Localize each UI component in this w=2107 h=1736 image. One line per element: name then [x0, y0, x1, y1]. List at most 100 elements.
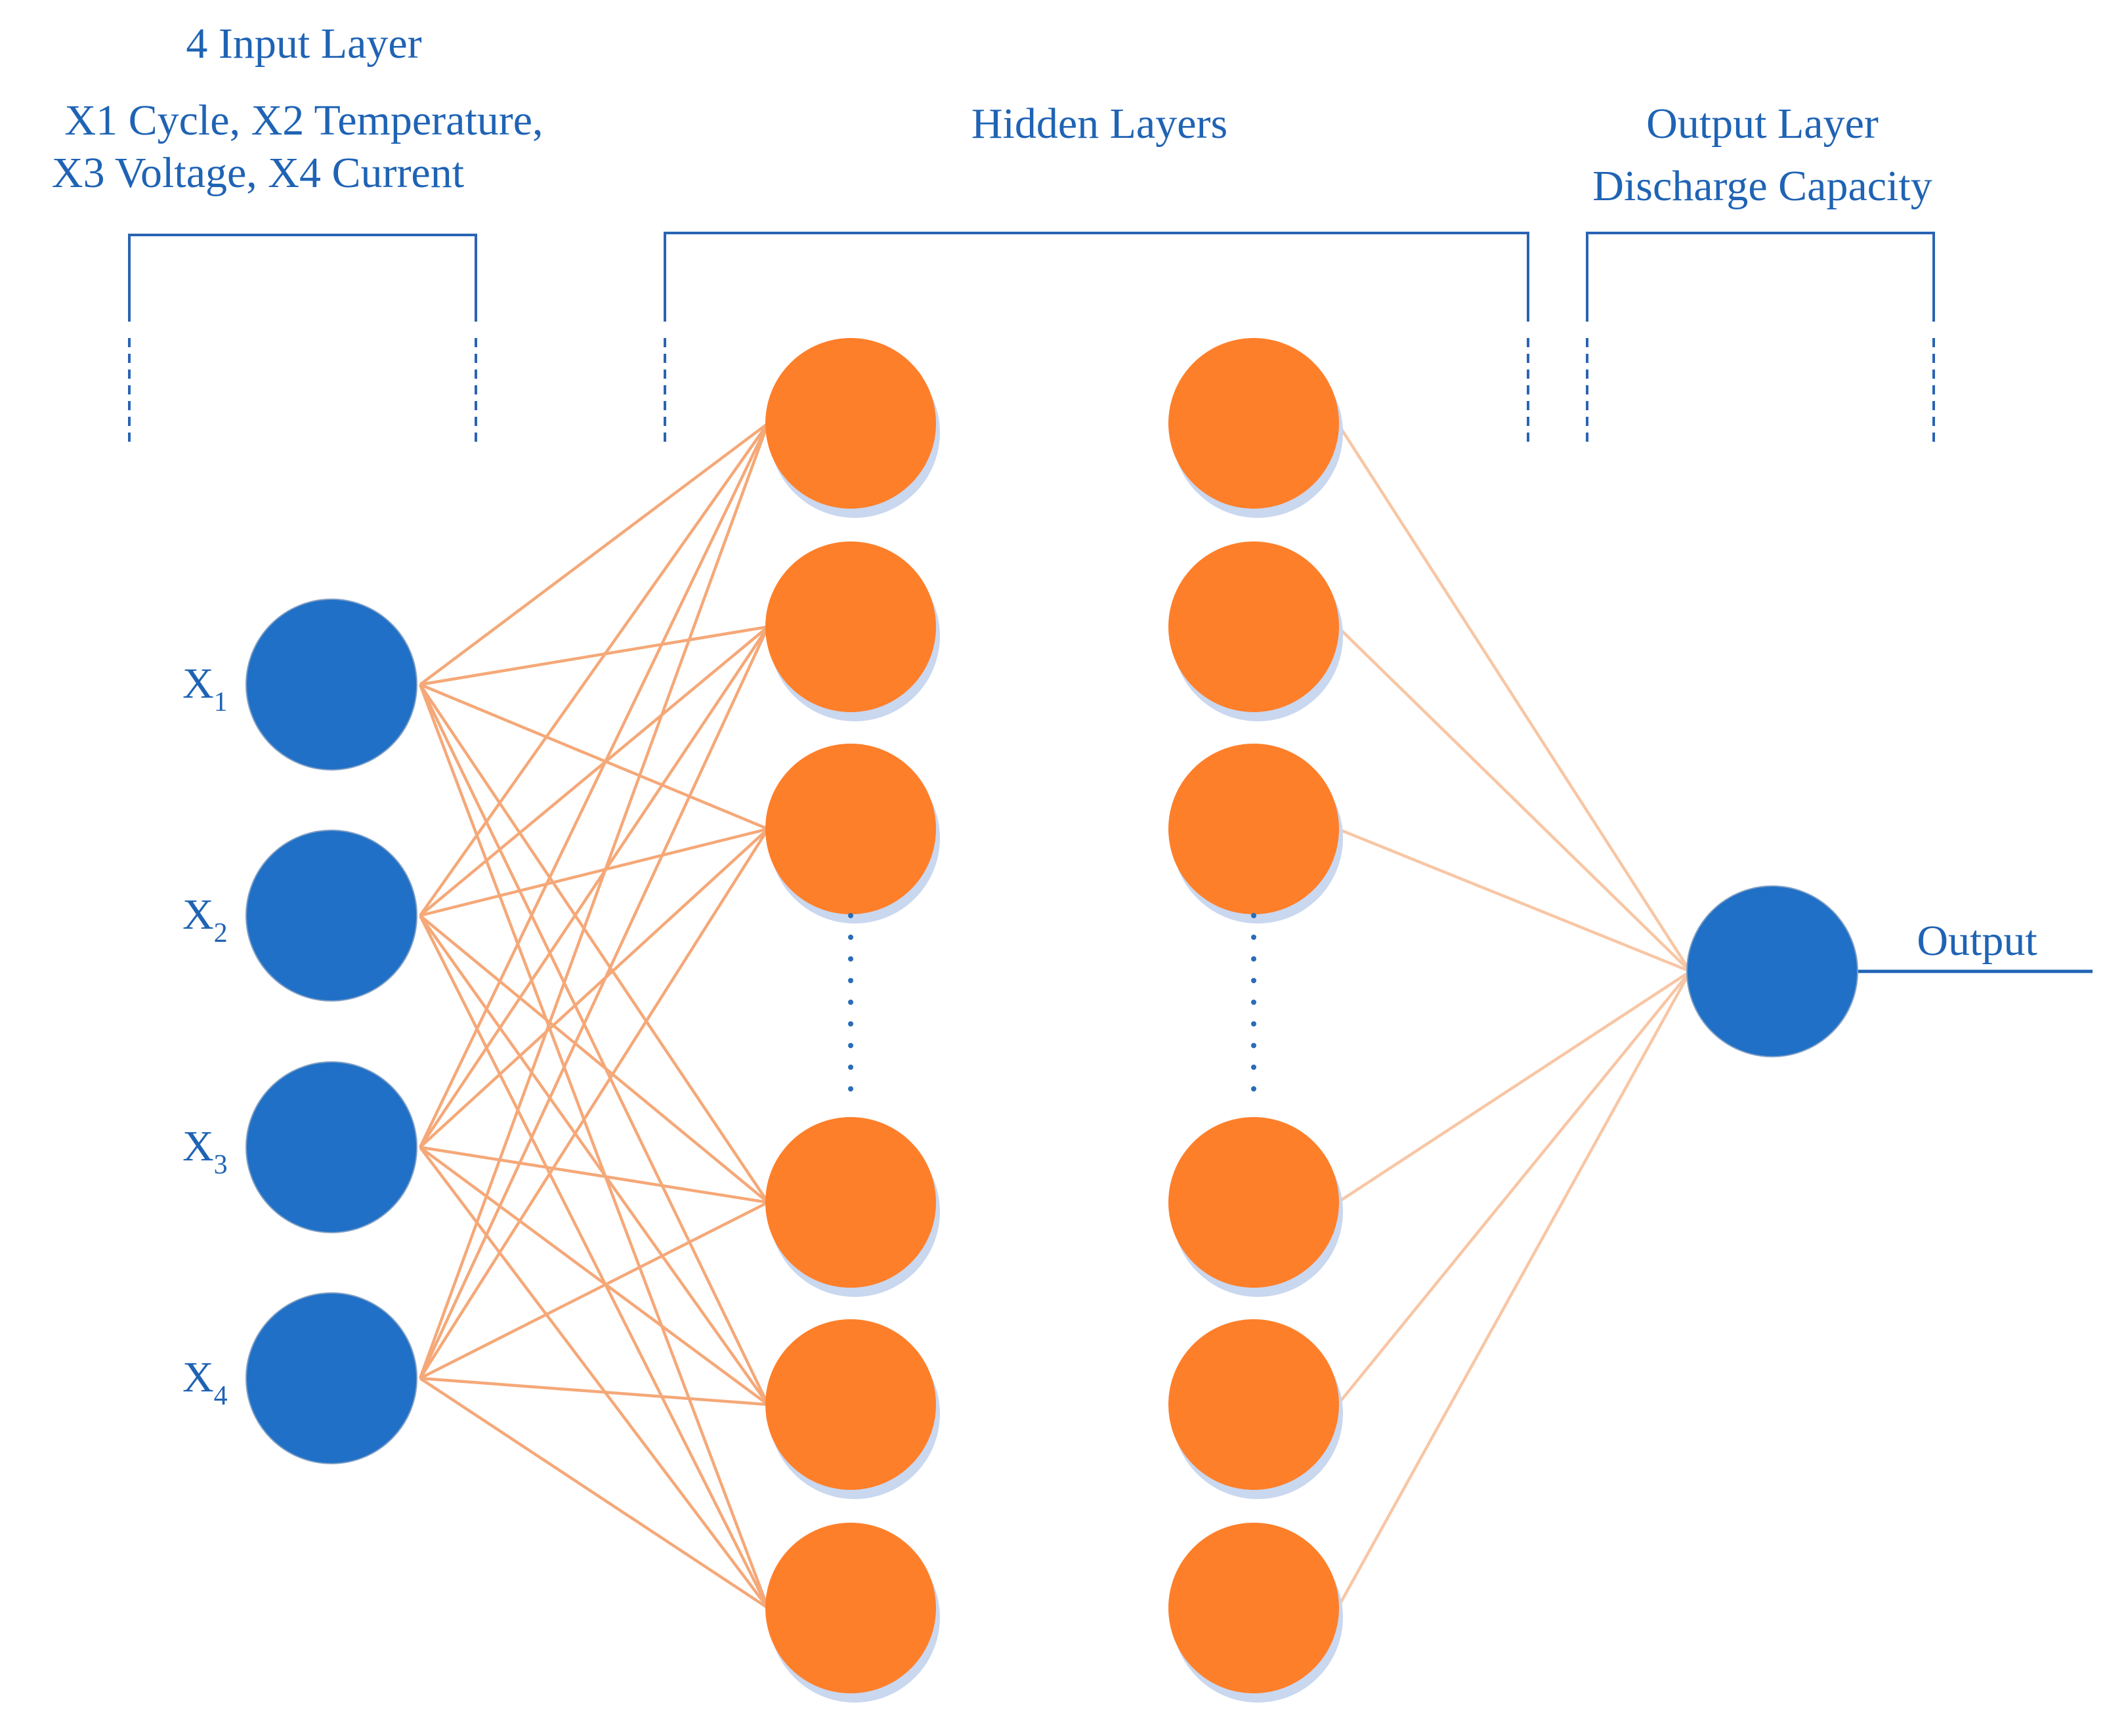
hidden-layer-2-node-2 [1168, 541, 1343, 721]
edge-hidden2-4-output [1336, 970, 1692, 1204]
ellipsis-dot-col-2 [1251, 1086, 1256, 1091]
node-circle [765, 744, 936, 914]
node-circle [765, 1117, 936, 1288]
hidden-layer-2-node-3 [1168, 744, 1343, 923]
edge-input-2-hidden1-6 [418, 914, 770, 1609]
input-label-x4: X4 [182, 1353, 228, 1411]
input-label-subscript: 2 [214, 918, 228, 948]
edge-hidden2-3-output [1337, 827, 1691, 973]
input-label-x2: X2 [182, 891, 228, 948]
connection-edges [418, 422, 1692, 1609]
hidden-layer-1-node-4 [765, 1117, 940, 1297]
input-label-x1: X1 [182, 660, 228, 717]
node-circle [765, 338, 936, 509]
hidden-layer-1-node-5 [765, 1319, 940, 1499]
ellipsis-dot-col-1 [848, 1065, 853, 1070]
edge-input-1-hidden1-1 [419, 422, 769, 686]
input-layer-desc-line1: X1 Cycle, X2 Temperature, [64, 96, 543, 144]
output-layer-bracket [1586, 232, 1935, 443]
ellipsis-dot-col-2 [1251, 956, 1256, 962]
edge-input-3-hidden1-2 [419, 625, 769, 1149]
edge-input-1-hidden1-4 [419, 683, 769, 1204]
edge-input-2-hidden1-1 [419, 422, 769, 917]
ellipsis-dot-col-1 [848, 956, 853, 962]
ellipsis-dot-col-2 [1251, 1021, 1256, 1027]
edge-input-3-hidden1-5 [419, 1146, 769, 1406]
ellipsis-dot-col-2 [1251, 935, 1256, 940]
edge-input-3-hidden1-3 [419, 828, 769, 1149]
hidden-layer-2-node-4 [1168, 1117, 1343, 1297]
node-circle [765, 1523, 936, 1693]
edge-input-3-hidden1-6 [419, 1146, 769, 1609]
ellipsis-dot-col-1 [848, 978, 853, 983]
edge-input-3-hidden1-1 [418, 423, 770, 1148]
ellipsis-dot-col-1 [848, 1043, 853, 1048]
output-layer-title: Output Layer [1646, 100, 1879, 148]
node-circle [765, 1319, 936, 1490]
edge-input-1-hidden1-3 [419, 683, 769, 831]
hidden-layer-2-node-1 [1168, 338, 1343, 518]
ellipsis-dot-col-2 [1251, 1043, 1256, 1048]
edge-input-2-hidden1-5 [419, 914, 769, 1406]
ellipsis-dot-col-1 [848, 935, 853, 940]
edge-input-1-hidden1-6 [418, 684, 770, 1609]
output-layer-desc: Discharge Capacity [1592, 162, 1932, 210]
input-label-subscript: 3 [214, 1150, 228, 1180]
node-circle [1168, 1117, 1339, 1288]
node-circle [1168, 338, 1339, 509]
input-label-letter: X [182, 1122, 214, 1170]
ellipsis-dot-col-1 [848, 913, 853, 918]
hidden-layer-1-node-1 [765, 338, 940, 518]
input-label-subscript: 4 [214, 1381, 228, 1411]
edge-input-4-hidden1-3 [419, 828, 769, 1380]
input-node-3 [245, 1061, 417, 1233]
ellipsis-dot-col-2 [1251, 913, 1256, 918]
input-layer-title: 4 Input Layer [186, 20, 421, 68]
edge-input-2-hidden1-2 [419, 625, 769, 917]
node-circle [1168, 1319, 1339, 1490]
hidden-layer-2-node-5 [1168, 1319, 1343, 1499]
edge-input-2-hidden1-4 [419, 914, 769, 1204]
ellipsis-dot-col-2 [1251, 978, 1256, 983]
hidden-layer-2-node-6 [1168, 1523, 1343, 1703]
input-label-letter: X [182, 891, 214, 939]
hidden-layer-1-node-6 [765, 1523, 940, 1703]
hidden-layer-1-node-3 [765, 744, 940, 923]
edge-input-4-hidden1-6 [419, 1377, 769, 1609]
input-node-4 [245, 1292, 417, 1464]
ellipsis-dot-col-2 [1251, 1065, 1256, 1070]
ellipsis-dot-col-2 [1251, 1000, 1256, 1005]
edge-hidden2-5-output [1336, 970, 1692, 1406]
output-node [1686, 885, 1858, 1057]
edge-hidden2-1-output [1336, 422, 1692, 973]
input-layer-bracket [128, 234, 477, 443]
input-label-subscript: 1 [214, 687, 228, 717]
edge-input-3-hidden1-4 [419, 1145, 769, 1204]
hidden-layers-title: Hidden Layers [971, 100, 1227, 148]
network-nodes [245, 338, 1858, 1703]
edge-input-1-hidden1-2 [419, 625, 769, 687]
input-label-letter: X [182, 1353, 214, 1401]
hidden-layers-bracket [664, 232, 1529, 443]
edge-input-4-hidden1-2 [418, 626, 770, 1379]
ellipsis-dot-col-1 [848, 1021, 853, 1027]
hidden-ellipsis [848, 913, 1256, 1091]
edge-input-4-hidden1-4 [419, 1200, 769, 1380]
edge-input-4-hidden1-5 [419, 1376, 769, 1407]
edge-input-1-hidden1-5 [418, 684, 770, 1405]
edge-hidden2-6-output [1336, 970, 1692, 1609]
node-circle [1168, 1523, 1339, 1693]
edge-input-2-hidden1-3 [419, 827, 769, 918]
node-circle [1168, 744, 1339, 914]
node-circle [765, 541, 936, 712]
input-layer-desc-line2: X3 Voltage, X4 Current [52, 149, 464, 197]
hidden-layer-1-node-2 [765, 541, 940, 721]
output-label: Output [1917, 917, 2037, 965]
edge-hidden2-2-output [1336, 625, 1692, 973]
input-label-letter: X [182, 660, 214, 708]
ellipsis-dot-col-1 [848, 1000, 853, 1005]
input-node-1 [245, 599, 417, 771]
edge-input-4-hidden1-1 [418, 423, 770, 1379]
